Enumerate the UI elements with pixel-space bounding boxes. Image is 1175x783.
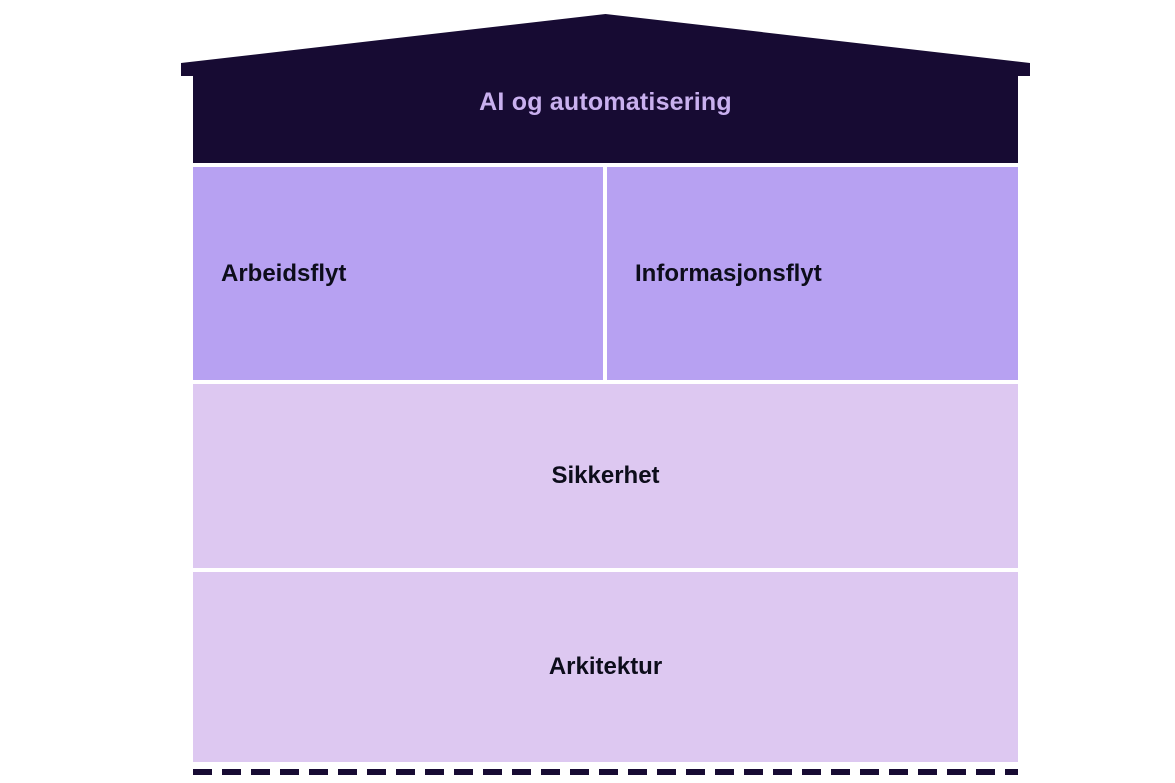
box-informasjonsflyt-label: Informasjonsflyt xyxy=(635,259,822,287)
box-arbeidsflyt: Arbeidsflyt xyxy=(193,167,603,380)
box-sikkerhet: Sikkerhet xyxy=(193,384,1018,568)
box-sikkerhet-label: Sikkerhet xyxy=(551,462,660,489)
box-arkitektur-label: Arkitektur xyxy=(548,653,663,680)
box-arbeidsflyt-label: Arbeidsflyt xyxy=(221,259,347,287)
box-arkitektur: Arkitektur xyxy=(193,572,1018,762)
roof-title: AI og automatisering xyxy=(479,88,732,116)
foundation-dashed-line xyxy=(193,769,1018,775)
box-informasjonsflyt: Informasjonsflyt xyxy=(607,167,1018,380)
